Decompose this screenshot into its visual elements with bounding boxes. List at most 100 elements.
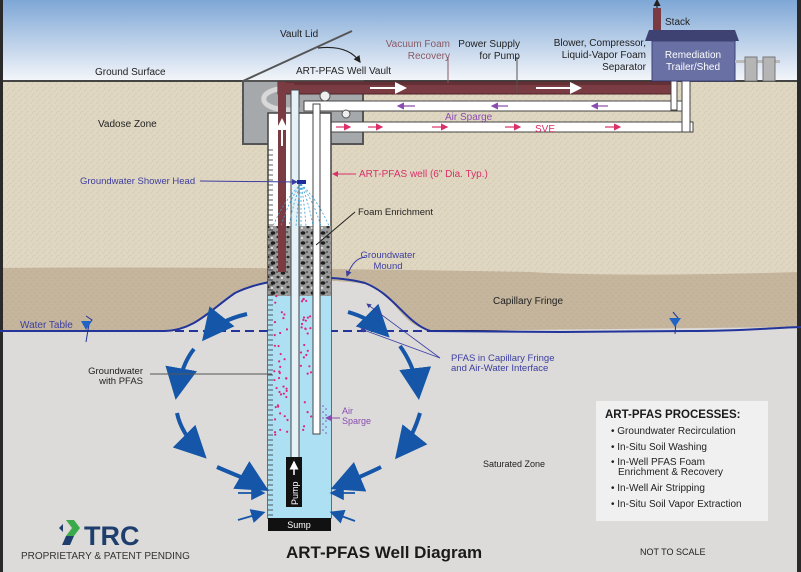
process-item: • In-Well PFAS Foam	[611, 457, 705, 468]
process-item: • In-Well Air Stripping	[611, 483, 705, 494]
foam-recovery-pipe	[278, 82, 286, 272]
sparge-bubble	[325, 432, 327, 434]
vault-lid-label: Vault Lid	[280, 29, 318, 40]
recirculation-arrows	[165, 303, 432, 492]
pfas-dot	[273, 334, 276, 337]
air-sparge-line-label: Air Sparge	[445, 112, 493, 123]
pfas-dot	[277, 376, 281, 380]
shed-roof	[645, 30, 739, 41]
well-vault-label: ART-PFAS Well Vault	[296, 66, 391, 77]
pfas-dot	[305, 299, 308, 303]
pfas-dot	[279, 331, 282, 335]
pressure-gauge-2	[341, 109, 351, 119]
pfas-dot	[302, 316, 306, 319]
water-table-symbol	[81, 321, 92, 330]
pfas-dot	[306, 349, 309, 352]
gw-pfas-label-2: with PFAS	[98, 376, 143, 387]
vacuum-foam-label-1: Vacuum Foam	[386, 39, 450, 50]
pfas-dot	[279, 412, 282, 415]
pfas-dot	[275, 386, 278, 390]
shed-label-2: Trailer/Shed	[666, 62, 720, 73]
sparge-bubble	[322, 411, 324, 413]
pfas-dot	[300, 326, 303, 329]
spray-line	[272, 183, 302, 227]
pfas-dot	[305, 353, 308, 357]
pfas-dot	[277, 405, 280, 408]
sparge-bubble	[325, 414, 327, 416]
pfas-dot	[278, 360, 281, 363]
pfas-dot	[278, 390, 281, 394]
process-item: • In-Situ Soil Washing	[611, 442, 707, 453]
pfas-dot	[306, 411, 309, 414]
process-item: • Groundwater Recirculation	[611, 426, 736, 437]
pfas-dot	[283, 313, 286, 316]
shower-head	[297, 180, 306, 184]
vadose-zone	[0, 81, 801, 281]
pfas-dot	[285, 328, 289, 331]
pfas-dot	[279, 428, 282, 431]
pfas-label-1: PFAS in Capillary Fringe	[451, 353, 554, 364]
proprietary-label: PROPRIETARY & PATENT PENDING	[21, 551, 190, 562]
pfas-dot	[302, 356, 305, 359]
pfas-dot	[283, 415, 286, 418]
sparge-bubble	[325, 426, 327, 428]
pfas-dot	[282, 317, 285, 320]
stack	[653, 8, 661, 30]
pfas-dot	[282, 392, 285, 395]
pfas-label-2: and Air-Water Interface	[451, 363, 548, 374]
capillary-fringe-label: Capillary Fringe	[493, 296, 563, 307]
pfas-dot	[302, 297, 305, 301]
pfas-dot	[279, 365, 282, 368]
trc-logo-text: TRC	[84, 521, 140, 551]
pfas-dot	[285, 389, 288, 393]
sparge-bubble	[322, 429, 324, 431]
pfas-dot	[273, 431, 277, 434]
mound-label-2: Mound	[373, 261, 402, 272]
capillary-fringe	[0, 267, 801, 330]
tank	[744, 56, 758, 82]
water-table-symbol-right	[669, 318, 681, 327]
remediation-shed	[651, 40, 736, 82]
pfas-dot	[273, 344, 276, 347]
pfas-dot	[280, 311, 283, 314]
pump	[286, 457, 302, 507]
pfas-dot	[306, 316, 310, 319]
blower-label-2: Liquid-Vapor Foam	[562, 50, 646, 61]
sparge-bubble	[325, 408, 327, 410]
pfas-dot	[286, 430, 289, 433]
diagram-title: ART-PFAS Well Diagram	[286, 543, 482, 562]
sump-label: Sump	[287, 520, 311, 530]
sve-label: SVE	[535, 124, 555, 135]
pfas-dot	[302, 425, 306, 428]
pfas-dot	[279, 352, 282, 356]
pfas-dot	[277, 344, 280, 348]
pfas-dot	[303, 401, 306, 404]
stack-label: Stack	[665, 17, 691, 28]
vadose-zone-label: Vadose Zone	[98, 119, 157, 130]
pfas-dot	[273, 378, 276, 382]
air-sparge-label-2: Sparge	[342, 416, 371, 426]
pfas-dot	[273, 418, 277, 421]
pfas-dot	[300, 300, 304, 303]
pfas-dot	[278, 370, 281, 373]
pfas-dot	[283, 358, 286, 361]
pressure-gauge	[319, 90, 331, 102]
sparge-bubble	[322, 423, 324, 425]
pump-label: Pump	[290, 481, 300, 505]
pfas-dot	[285, 377, 288, 380]
spray-line	[300, 183, 330, 227]
pfas-dot	[274, 405, 277, 409]
pfas-dot	[282, 385, 285, 388]
ground-surface-label: Ground Surface	[95, 67, 166, 78]
pfas-dot	[306, 332, 309, 335]
pfas-dot	[306, 372, 309, 375]
foam-enrichment-label: Foam Enrichment	[358, 207, 433, 218]
pfas-dot	[309, 315, 312, 318]
pfas-dot	[309, 371, 313, 374]
pump-riser-pipe	[290, 89, 300, 461]
tank-2	[762, 56, 776, 82]
pfas-dot	[285, 395, 288, 399]
pfas-dot	[302, 428, 305, 432]
